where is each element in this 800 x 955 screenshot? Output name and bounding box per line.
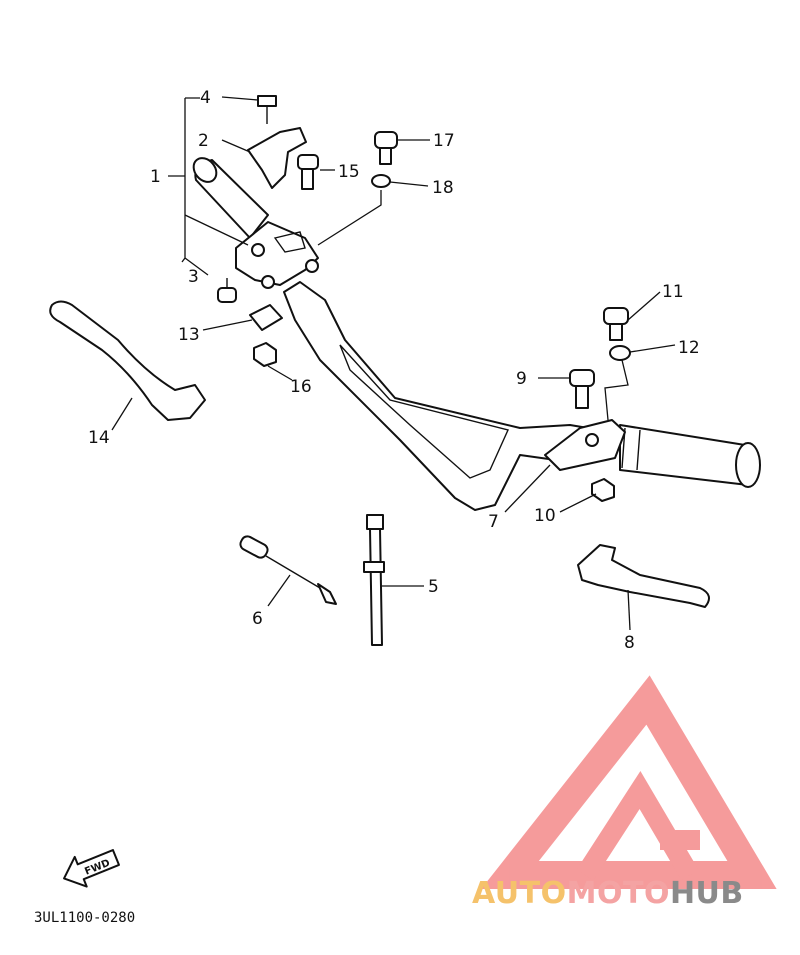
label-4: 4: [200, 88, 211, 108]
bolt-11: [603, 307, 629, 341]
nut-16: [253, 342, 277, 367]
label-10: 10: [534, 506, 556, 526]
bolt-9: [569, 369, 595, 409]
label-7: 7: [488, 512, 499, 532]
bolt-15: [297, 154, 319, 190]
throttle-housing: [235, 221, 319, 331]
label-2: 2: [198, 131, 209, 151]
label-8: 8: [624, 633, 635, 653]
watermark-auto: AUTO: [472, 876, 567, 911]
watermark-moto: MOTO: [567, 876, 670, 911]
label-5: 5: [428, 577, 439, 597]
screw-4: [257, 95, 277, 124]
label-18: 18: [432, 178, 454, 198]
screw-3: [217, 278, 237, 303]
nut-10: [591, 478, 615, 502]
label-13: 13: [178, 325, 200, 345]
label-14: 14: [88, 428, 110, 448]
label-9: 9: [516, 369, 527, 389]
washer-12: [609, 345, 631, 361]
cable-6: [239, 535, 337, 605]
label-16: 16: [290, 377, 312, 397]
label-6: 6: [252, 609, 263, 629]
label-12: 12: [678, 338, 700, 358]
brake-lever-8: [577, 544, 710, 608]
clutch-lever-14: [49, 300, 206, 421]
watermark-hub: HUB: [670, 876, 744, 911]
part-labels: 1 2 3 4 5 6 7 8 9 10 11 12 13 14 15 16 1…: [88, 88, 700, 653]
watermark-logo-icon: [481, 675, 777, 889]
label-15: 15: [338, 162, 360, 182]
label-3: 3: [188, 267, 199, 287]
bolt-17: [374, 131, 398, 165]
watermark-text: AUTOMOTOHUB: [472, 876, 744, 911]
fwd-arrow-icon: FWD: [63, 849, 120, 888]
lever-holder-7: [544, 419, 626, 471]
cable-tie-5: [363, 514, 385, 646]
washer-18: [371, 174, 391, 188]
handlebar: [192, 157, 761, 511]
label-11: 11: [662, 282, 684, 302]
label-17: 17: [433, 131, 455, 151]
leader-lines: [111, 96, 676, 631]
label-1: 1: [150, 167, 161, 187]
part-2-cover: [247, 127, 307, 189]
diagram-code: 3UL1100-0280: [34, 910, 135, 926]
